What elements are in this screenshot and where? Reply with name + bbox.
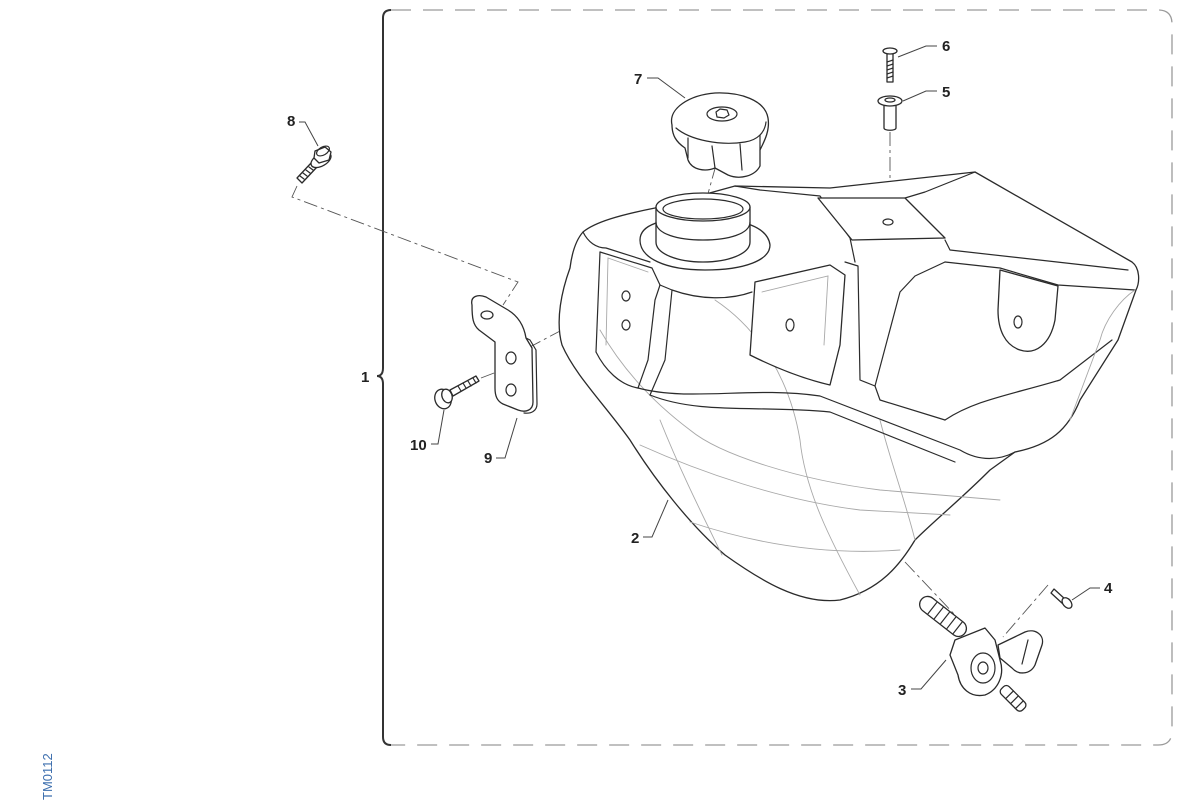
- callout-label-8: 8: [287, 113, 295, 130]
- leader-line: [431, 409, 445, 445]
- leader-line: [299, 121, 319, 147]
- leader-line: [496, 417, 518, 459]
- bolt-lower: [434, 375, 480, 410]
- alignment-line: [291, 185, 519, 306]
- bracket: [471, 295, 538, 414]
- alignment-line: [904, 561, 956, 616]
- assembly-brace: [376, 9, 392, 746]
- callout-label-6: 6: [942, 38, 950, 55]
- leader-line: [902, 90, 937, 102]
- fuel-tap: [919, 595, 1044, 712]
- fuel-tank: [558, 171, 1140, 602]
- callout-label-7: 7: [634, 71, 642, 88]
- leader-line: [897, 45, 937, 58]
- callout-label-9: 9: [484, 450, 492, 467]
- mounting-plate: [817, 197, 946, 241]
- callout-label-2: 2: [631, 530, 639, 547]
- leader-line: [911, 659, 947, 690]
- filler-neck: [655, 206, 751, 263]
- alignment-line: [1002, 584, 1049, 638]
- callout-label-5: 5: [942, 84, 950, 101]
- callout-label-4: 4: [1104, 580, 1113, 597]
- callout-label-10: 10: [410, 437, 427, 454]
- screw-top: [882, 47, 898, 83]
- callout-label-3: 3: [898, 682, 906, 699]
- screw-tap: [1050, 588, 1073, 609]
- bolt-upper: [296, 145, 332, 184]
- tank-outline: [558, 171, 1140, 602]
- leader-line: [647, 77, 686, 99]
- bushing: [877, 95, 903, 131]
- figure-code: TM0112: [40, 753, 55, 800]
- filler-cap: [670, 92, 770, 178]
- leader-line: [1071, 587, 1100, 601]
- assembly-border: [391, 9, 1173, 746]
- callout-label-1: 1: [361, 369, 369, 386]
- leader-lines: [299, 45, 1100, 690]
- leader-line: [643, 499, 669, 538]
- callout-labels: 1 2 3 4 5 6 7 8 9 10: [287, 38, 1113, 699]
